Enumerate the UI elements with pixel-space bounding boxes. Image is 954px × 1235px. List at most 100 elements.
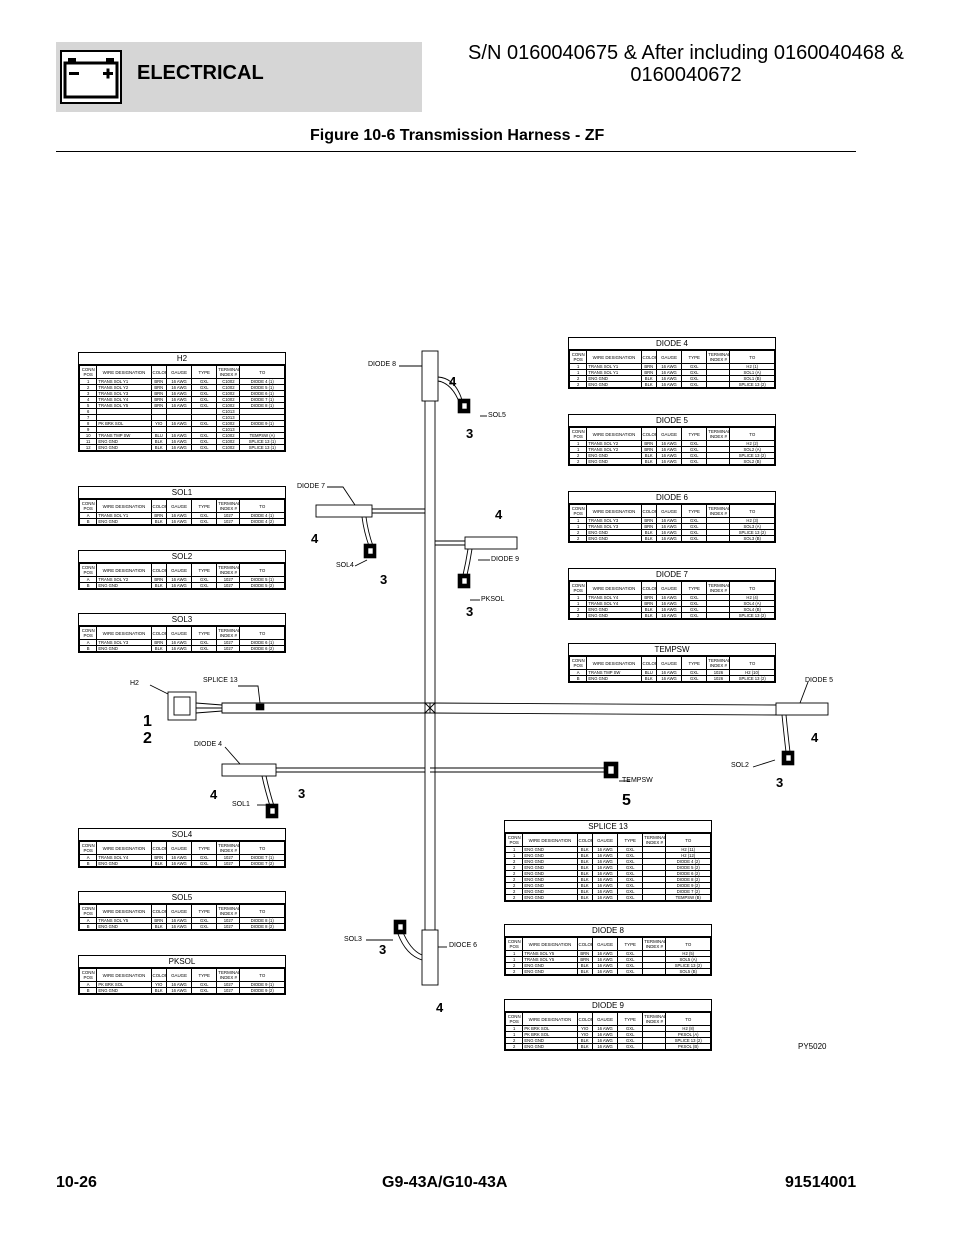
column-header-type: TYPE xyxy=(191,968,218,982)
column-header-color: COLOR xyxy=(150,841,168,855)
table-cell-color: BLK xyxy=(640,675,658,682)
table-title: SPLICE 13 xyxy=(505,821,711,833)
table-cell-term: 1027 xyxy=(216,923,241,930)
table-title: SOL1 xyxy=(79,487,285,499)
table-cell-color: BLK xyxy=(150,518,168,525)
table-cell-color: BLK xyxy=(640,612,658,619)
column-header-conn: CONN POS xyxy=(78,563,98,577)
table-cell-wire: ENG GND xyxy=(96,518,152,525)
column-header-term: TERMINAL INDEX # xyxy=(216,904,241,918)
table-cell-term: 1027 xyxy=(216,645,241,652)
column-header-wire: WIRE DESIGNATION xyxy=(586,656,642,670)
table-cell-type: GXL xyxy=(191,444,218,451)
column-header-conn: CONN POS xyxy=(504,1012,524,1026)
table-cell-conn: 2 xyxy=(504,1043,524,1050)
sn-line-2: 0160040672 xyxy=(630,64,742,86)
column-header-conn: CONN POS xyxy=(78,841,98,855)
label-h2: H2 xyxy=(130,680,139,687)
table-title: SOL3 xyxy=(79,614,285,626)
table-cell-type: GXL xyxy=(617,1043,644,1050)
table-cell-to: DIODE 7 (2) xyxy=(239,860,285,867)
column-header-conn: CONN POS xyxy=(504,833,524,847)
table-cell-color: BLK xyxy=(150,987,168,994)
callout-4: 4 xyxy=(436,1000,444,1015)
label-diode5: DIODE 5 xyxy=(805,677,834,684)
serial-number-title: S/N 0160040675 & After including 0160040… xyxy=(466,42,906,86)
column-header-color: COLOR xyxy=(640,504,658,518)
column-header-color: COLOR xyxy=(576,1012,594,1026)
column-header-gauge: GAUGE xyxy=(591,937,619,951)
column-header-wire: WIRE DESIGNATION xyxy=(96,499,152,513)
table-cell-to: SPLICE 13 (2) xyxy=(729,675,775,682)
diode4-body xyxy=(221,763,277,777)
column-header-color: COLOR xyxy=(640,427,658,441)
splice13-mark xyxy=(255,703,265,711)
column-header-color: COLOR xyxy=(150,499,168,513)
callout-3: 3 xyxy=(379,942,387,957)
column-header-conn: CONN POS xyxy=(78,904,98,918)
sn-line-1: S/N 0160040675 & After including 0160040… xyxy=(468,42,904,64)
column-header-term: TERMINAL INDEX # xyxy=(706,656,731,670)
table-cell-wire: ENG GND xyxy=(96,645,152,652)
column-header-wire: WIRE DESIGNATION xyxy=(96,968,152,982)
column-header-type: TYPE xyxy=(681,427,708,441)
table-cell-type: GXL xyxy=(191,987,218,994)
label-sol2: SOL2 xyxy=(731,762,749,769)
table-cell-wire: ENG GND xyxy=(522,894,578,901)
column-header-wire: WIRE DESIGNATION xyxy=(586,581,642,595)
column-header-wire: WIRE DESIGNATION xyxy=(96,626,152,640)
column-header-type: TYPE xyxy=(191,626,218,640)
table-title: SOL5 xyxy=(79,892,285,904)
table-cell-term: 1027 xyxy=(216,518,241,525)
column-header-term: TERMINAL INDEX # xyxy=(706,581,731,595)
column-header-conn: CONN POS xyxy=(78,626,98,640)
column-header-color: COLOR xyxy=(150,563,168,577)
callout-4: 4 xyxy=(449,374,457,389)
table-cell-wire: ENG GND xyxy=(586,535,642,542)
table-title: SOL4 xyxy=(79,829,285,841)
column-header-to: TO xyxy=(665,833,711,847)
table-cell-term xyxy=(642,968,667,975)
column-header-term: TERMINAL INDEX # xyxy=(216,365,241,379)
column-header-type: TYPE xyxy=(191,563,218,577)
label-sol3: SOL3 xyxy=(344,936,362,943)
column-header-gauge: GAUGE xyxy=(165,904,193,918)
trunk-main xyxy=(221,702,431,714)
table-cell-wire: ENG GND xyxy=(96,987,152,994)
table-cell-color: BLK xyxy=(640,535,658,542)
column-header-wire: WIRE DESIGNATION xyxy=(96,904,152,918)
diode6-body xyxy=(421,929,439,986)
table-cell-conn: B xyxy=(78,518,98,525)
table-cell-term xyxy=(706,381,731,388)
